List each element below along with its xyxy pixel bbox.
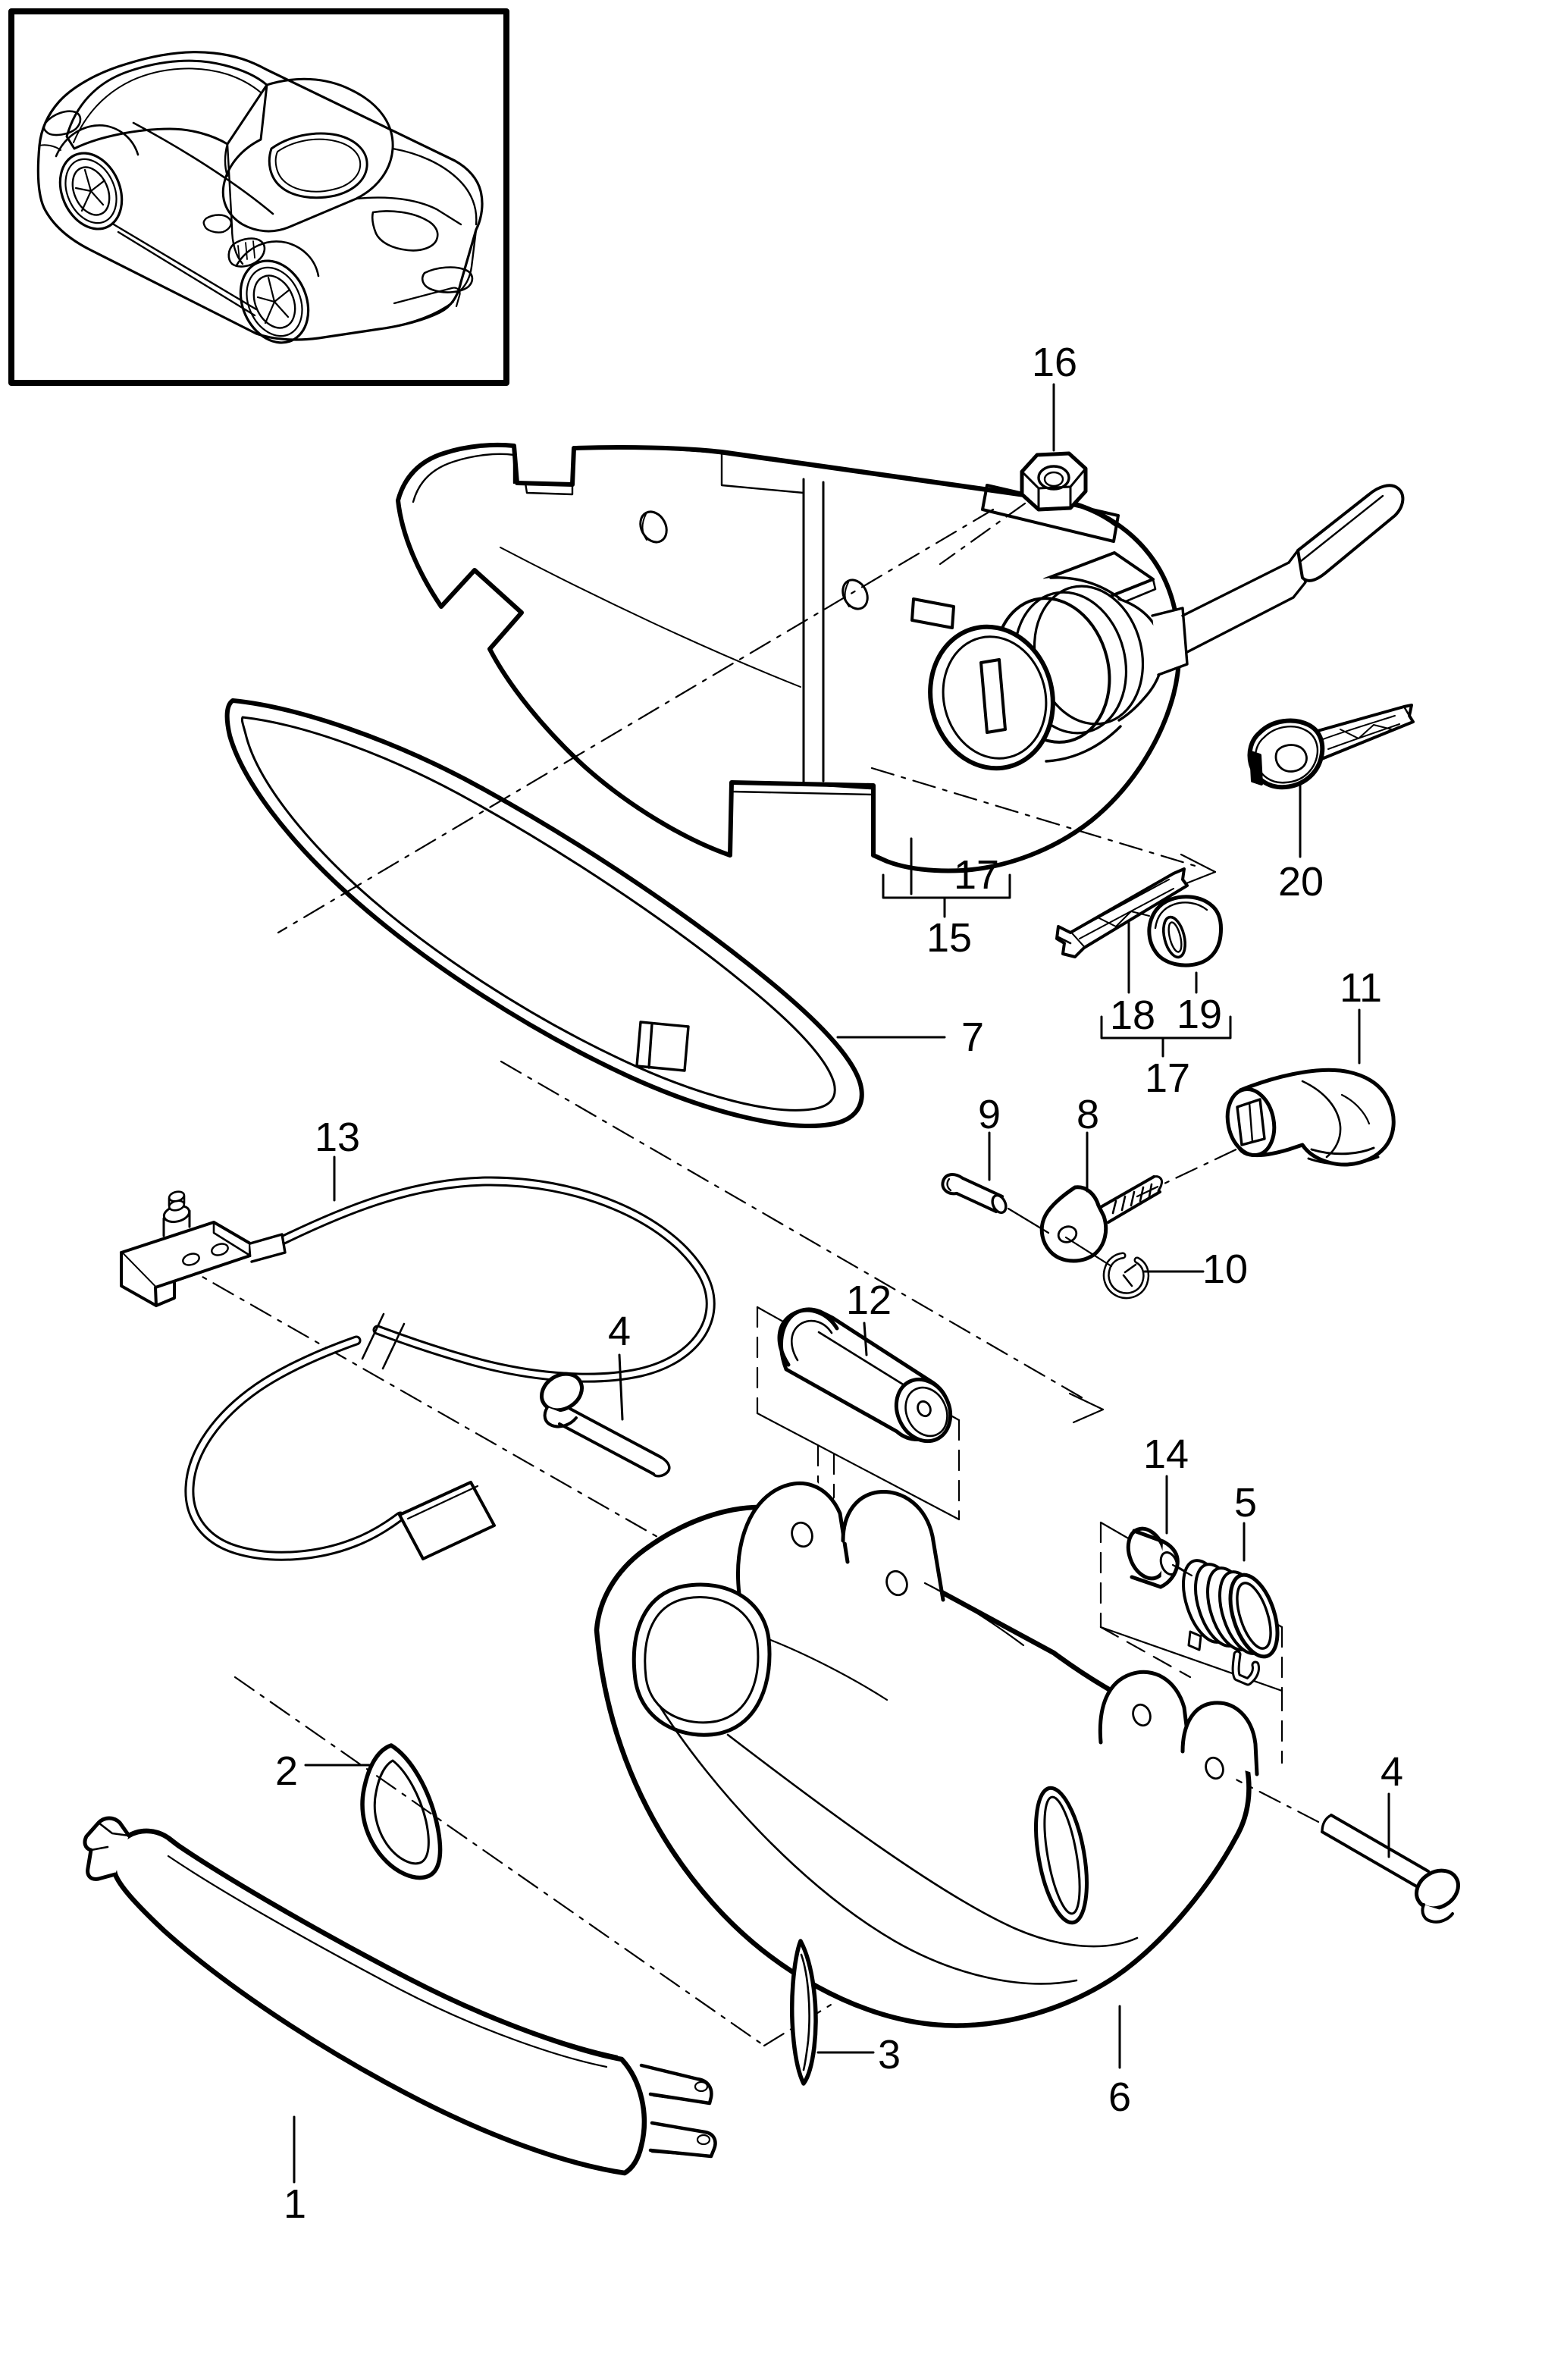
part-8-lever-screw <box>1039 1175 1163 1263</box>
callout-13: 13 <box>315 1115 360 1160</box>
part-10-e-clip <box>1102 1252 1150 1300</box>
callout-15: 15 <box>926 915 972 961</box>
group-brackets <box>882 837 1232 1058</box>
part-6-handle-carrier <box>594 1469 1259 2028</box>
callout-9: 9 <box>978 1092 1001 1137</box>
part-1-handle-grip <box>83 1816 717 2176</box>
car-line-drawing <box>36 51 484 344</box>
relation-line <box>1171 1563 1193 1577</box>
callout-11: 11 <box>1340 965 1382 1011</box>
axis-arrowhead <box>1180 853 1217 873</box>
group-bracket <box>1100 1015 1232 1039</box>
part-18-key-blade <box>1055 867 1189 958</box>
axis-dash-dot-line <box>1220 1770 1324 1826</box>
rear-wheel <box>239 259 310 344</box>
axis-dash-dot-line <box>233 1676 766 2047</box>
callout-17: 17 <box>954 852 999 898</box>
axis-arrowhead <box>1185 870 1217 885</box>
callout-1: 1 <box>284 2181 306 2227</box>
callout-4: 4 <box>608 1309 631 1354</box>
callout-14: 14 <box>1143 1431 1189 1477</box>
ghost-drop-line <box>1099 1626 1192 1679</box>
axis-dash-dot-line <box>939 502 1026 566</box>
axis-arrowhead <box>1072 1408 1105 1424</box>
part-5-spring <box>1182 1559 1280 1686</box>
callout-20: 20 <box>1278 859 1324 905</box>
part-20-key <box>1247 704 1415 790</box>
callout-12: 12 <box>846 1278 892 1323</box>
part-14-bushing <box>1126 1526 1180 1589</box>
leader-line <box>618 1353 624 1421</box>
leader-line <box>863 1322 868 1356</box>
part-9-roll-pin <box>941 1173 1008 1215</box>
part-19-key-cap <box>1147 895 1223 967</box>
leader-lines <box>293 383 1390 2184</box>
relation-line <box>1064 1236 1113 1268</box>
axis-dash-dot-line <box>277 508 995 934</box>
part-3-bezel <box>790 1939 818 2086</box>
axis-dash-dot-line <box>1136 1145 1244 1198</box>
callout-17: 17 <box>1145 1055 1190 1101</box>
axis-arrowhead <box>1068 1392 1105 1411</box>
vehicle-inset <box>8 8 509 386</box>
part-17-lock-cylinder <box>928 484 1405 771</box>
part-13-microswitch-cable <box>120 1176 716 1561</box>
callout-3: 3 <box>878 2032 901 2077</box>
callout-10: 10 <box>1202 1246 1248 1292</box>
axis-dash-dot-line <box>870 767 1202 869</box>
relation-lines <box>1007 1207 1193 1577</box>
callout-4: 4 <box>1381 1749 1403 1795</box>
callout-5: 5 <box>1234 1480 1257 1526</box>
callout-8: 8 <box>1077 1092 1099 1137</box>
callout-18: 18 <box>1110 992 1155 1038</box>
callout-19: 19 <box>1177 992 1222 1037</box>
axis-dash-dot-line <box>174 1260 697 1560</box>
part-12-pivot-pin <box>777 1307 953 1444</box>
callout-6: 6 <box>1108 2074 1131 2120</box>
part-16-hex-nut <box>1020 451 1088 512</box>
part-4-screw-right <box>1321 1814 1460 1924</box>
inset-border <box>8 8 509 386</box>
part-4-screw-left <box>540 1372 671 1478</box>
part-2-gasket <box>360 1743 443 1880</box>
callout-7: 7 <box>961 1014 984 1060</box>
part-11-boot <box>1225 1068 1396 1167</box>
relation-line <box>1007 1207 1050 1234</box>
ghost-box-edge <box>756 1412 961 1521</box>
group-bracket <box>882 873 1011 899</box>
callout-2: 2 <box>275 1748 298 1794</box>
axis-dash-dot-line <box>500 1060 1086 1400</box>
part-7-seal <box>224 698 864 1128</box>
front-wheel <box>58 152 124 230</box>
callout-16: 16 <box>1032 340 1077 385</box>
